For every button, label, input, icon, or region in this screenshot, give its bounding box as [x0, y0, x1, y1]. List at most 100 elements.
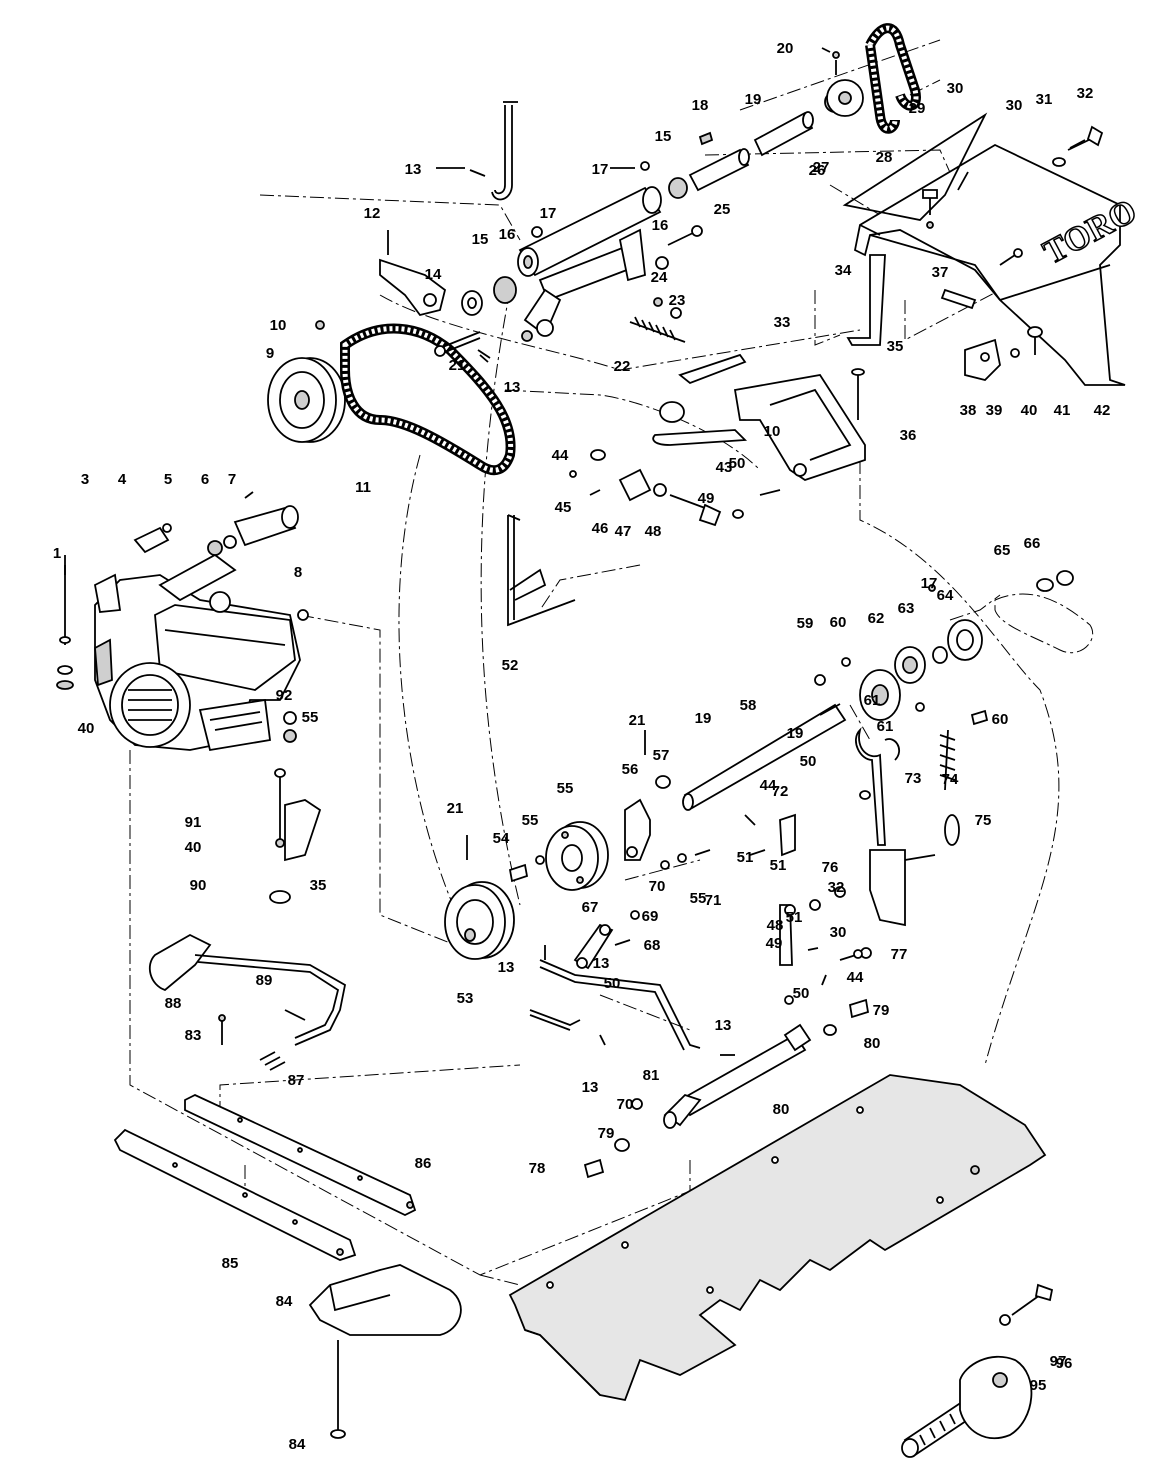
callout-label: 56: [622, 761, 639, 778]
callout-label: 60: [830, 614, 847, 631]
callout-label: 55: [690, 890, 707, 907]
callout-label: 80: [773, 1101, 790, 1118]
callout-label: 55: [302, 709, 319, 726]
callout-label: 24: [651, 269, 668, 286]
callout-label: 40: [185, 839, 202, 856]
callout-label: 76: [822, 859, 839, 876]
callout-label: 36: [900, 427, 917, 444]
callout-label: 10: [764, 423, 781, 440]
callout-label: 13: [498, 959, 515, 976]
callout-label: 5: [164, 471, 172, 488]
idler-arm-assembly: [493, 161, 688, 342]
callout-label: 84: [289, 1436, 306, 1453]
callout-label: 13: [593, 955, 610, 972]
callout-label: 39: [986, 402, 1003, 419]
cover-gasket: [842, 112, 988, 221]
callout-label: 25: [714, 201, 731, 218]
callout-label: 35: [887, 338, 904, 355]
callout-label: 4: [118, 471, 127, 488]
callout-label: 20: [777, 40, 794, 57]
callout-label: 13: [405, 161, 422, 178]
drive-belt: [340, 323, 516, 476]
callout-label: 21: [447, 800, 464, 817]
callout-label: 84: [276, 1293, 293, 1310]
callout-label: 19: [787, 725, 804, 742]
callout-label: 17: [540, 205, 557, 222]
callout-label: 61: [877, 718, 894, 735]
callout-label: 92: [276, 687, 293, 704]
callout-label: 54: [493, 830, 510, 847]
callout-label: 70: [617, 1096, 634, 1113]
callout-label: 41: [1054, 402, 1071, 419]
callout-label: 70: [649, 878, 666, 895]
drive-shaft: [682, 703, 847, 811]
callout-label: 8: [294, 564, 302, 581]
callout-label: 55: [522, 812, 539, 829]
engine: [93, 553, 301, 752]
callout-label: 14: [425, 266, 442, 283]
callout-label: 18: [692, 97, 709, 114]
callout-label: 32: [828, 879, 845, 896]
clutch-fork: [855, 727, 960, 927]
callout-label: 51: [770, 857, 787, 874]
callout-label: 27: [813, 159, 830, 176]
callout-label: 60: [992, 711, 1009, 728]
clutch-hardware: [744, 790, 872, 1036]
lower-left-assembly: [113, 768, 462, 1439]
callout-label: 31: [1036, 91, 1053, 108]
callout-label: 13: [715, 1017, 732, 1034]
callout-label: 88: [165, 995, 182, 1012]
callout-label: 10: [270, 317, 287, 334]
callout-label: 6: [201, 471, 209, 488]
callout-label: 21: [629, 712, 646, 729]
callout-label: 3: [81, 471, 89, 488]
callout-label: 87: [288, 1072, 305, 1089]
callout-label: 51: [737, 849, 754, 866]
callout-label: 47: [615, 523, 632, 540]
callout-label: 77: [891, 946, 908, 963]
callout-label: 62: [868, 610, 885, 627]
callout-label: 49: [766, 935, 783, 952]
callout-label: 40: [78, 720, 95, 737]
base-plate: [508, 1074, 1047, 1402]
clutch-linkage: [507, 353, 866, 627]
callout-label: 49: [698, 490, 715, 507]
callout-label: 50: [729, 455, 746, 472]
callout-label: 11: [355, 479, 371, 496]
callout-label: 38: [960, 402, 977, 419]
callout-label: 83: [185, 1027, 202, 1044]
callout-label: 21: [449, 357, 466, 374]
callout-label: 90: [190, 877, 207, 894]
callout-label: 96: [1056, 1355, 1073, 1372]
callout-label: 15: [655, 128, 672, 145]
callout-label: 80: [864, 1035, 881, 1052]
lower-pulley: [444, 835, 515, 960]
callout-label: 17: [592, 161, 609, 178]
callout-label: 50: [793, 985, 810, 1002]
engine-mount-bolt: [56, 565, 297, 743]
callout-label: 1: [53, 545, 61, 562]
callout-label: 74: [942, 771, 959, 788]
callout-label: 40: [1021, 402, 1038, 419]
callout-label: 97: [1050, 1353, 1067, 1370]
callout-label: 91: [185, 814, 202, 831]
callout-label: 58: [740, 697, 757, 714]
clutch-hub: [508, 730, 711, 920]
callout-label: 13: [582, 1079, 599, 1096]
callout-label: 28: [876, 149, 893, 166]
callout-label: 30: [947, 80, 964, 97]
engine-accessories: [133, 491, 309, 621]
callout-label: 85: [222, 1255, 239, 1272]
drive-chain: [865, 23, 921, 134]
callout-label: 44: [552, 447, 569, 464]
callout-label: 7: [228, 471, 236, 488]
callout-label: 55: [557, 780, 574, 797]
callout-label: 50: [604, 975, 621, 992]
clutch-lever-rod: [529, 923, 812, 1179]
callout-label: 45: [555, 499, 572, 516]
callout-label: 30: [830, 924, 847, 941]
callout-label: 71: [705, 892, 722, 909]
idler-bracket: [379, 101, 518, 359]
